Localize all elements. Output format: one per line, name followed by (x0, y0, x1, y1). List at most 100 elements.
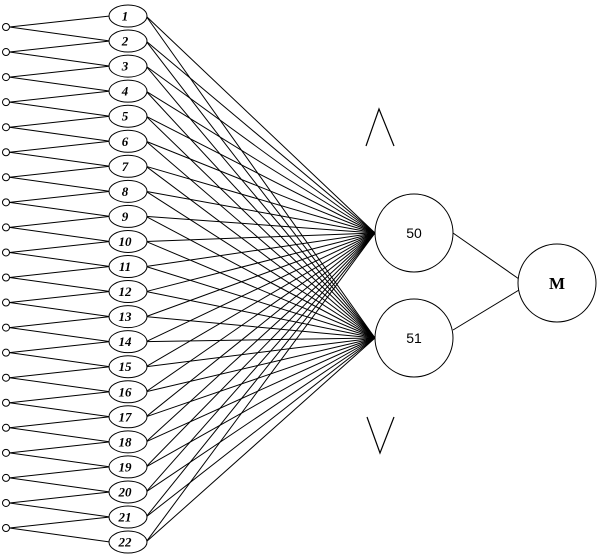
input-terminal (2, 248, 10, 257)
input-edge (9, 291, 111, 304)
input-node: 15 (108, 355, 148, 379)
input-node: 2 (108, 29, 148, 53)
input-node-label: 8 (122, 184, 129, 199)
hidden-node-51-label: 51 (406, 330, 422, 346)
edge-to-hidden-51 (145, 115, 376, 339)
input-edge (9, 15, 111, 28)
input-node-label: 1 (122, 9, 129, 24)
input-terminal (2, 23, 10, 31)
edge-to-hidden-51 (145, 266, 376, 339)
input-terminal (2, 398, 10, 407)
input-node-ellipse (108, 530, 148, 554)
input-edge (9, 527, 111, 543)
input-edge (9, 176, 111, 192)
input-edge (9, 402, 111, 418)
input-terminal (2, 524, 10, 532)
edge-to-hidden-51 (145, 337, 376, 443)
input-node-label: 5 (122, 109, 129, 124)
input-terminal (2, 73, 10, 82)
edge-to-hidden-50 (145, 215, 376, 234)
input-terminal (2, 48, 10, 57)
edge-to-hidden-50 (145, 65, 376, 234)
input-node: 12 (108, 280, 148, 304)
input-node-label: 18 (119, 434, 133, 449)
edge-to-hidden-50 (145, 190, 376, 234)
edge-to-hidden-50 (145, 15, 376, 234)
input-node: 14 (108, 330, 148, 354)
input-node-label: 2 (121, 34, 129, 49)
input-edge (9, 190, 111, 203)
input-node-ellipse (108, 229, 148, 253)
edge-to-hidden-50 (145, 40, 376, 234)
input-terminal (2, 448, 10, 457)
input-node-label: 17 (119, 409, 133, 424)
input-node-label: 15 (119, 359, 133, 374)
input-edge (9, 516, 111, 529)
input-edge (9, 491, 111, 504)
edge-to-hidden-50 (145, 140, 376, 234)
input-terminal (2, 223, 10, 232)
input-node: 10 (108, 229, 148, 253)
input-edge (9, 201, 111, 217)
input-node-ellipse (108, 29, 148, 53)
input-terminal (2, 423, 10, 432)
input-edge (9, 316, 111, 329)
input-node-ellipse (108, 430, 148, 454)
input-node: 9 (108, 204, 148, 228)
input-edges (9, 15, 111, 543)
input-node-label: 14 (119, 334, 133, 349)
input-edge (9, 452, 111, 468)
edge-to-hidden-51 (145, 337, 376, 468)
input-node: 6 (108, 129, 148, 153)
input-edge (9, 352, 111, 368)
edge-to-hidden-50 (145, 232, 376, 543)
input-node-ellipse (108, 480, 148, 504)
input-edge (9, 151, 111, 167)
input-terminal (2, 473, 10, 482)
input-node: 20 (108, 480, 148, 504)
edge-51-to-output (452, 289, 520, 331)
input-edge (9, 377, 111, 393)
edge-to-hidden-50 (145, 232, 376, 418)
input-node-ellipse (108, 380, 148, 404)
input-terminal (2, 148, 10, 157)
input-edge (9, 391, 111, 404)
input-edge (9, 65, 111, 78)
input-terminal (2, 98, 10, 107)
input-node-ellipse (108, 255, 148, 278)
input-edge (9, 215, 111, 228)
input-terminal (2, 273, 10, 282)
output-node: M (517, 243, 597, 323)
input-node-ellipse (108, 154, 148, 178)
input-edge (9, 140, 111, 153)
input-node-label: 3 (121, 59, 129, 74)
input-edge (9, 277, 111, 293)
input-edge (9, 90, 111, 103)
input-edge (9, 101, 111, 117)
input-node-ellipse (108, 330, 148, 354)
input-node: 1 (108, 4, 148, 28)
input-node: 7 (108, 154, 148, 178)
input-node: 8 (108, 179, 148, 203)
input-node-label: 19 (119, 459, 133, 474)
input-edge (9, 302, 111, 318)
hidden-node-51-circle (374, 298, 454, 378)
input-edge (9, 502, 111, 518)
edge-to-hidden-51 (145, 337, 376, 393)
input-edge (9, 115, 111, 128)
edge-to-hidden-51 (145, 90, 376, 339)
input-edge (9, 266, 111, 278)
input-node-label: 12 (119, 284, 133, 299)
input-node-ellipse (108, 79, 148, 103)
input-edge (9, 76, 111, 92)
input-terminal (2, 298, 10, 307)
wedge-symbol (365, 107, 395, 147)
hidden-node-50: 50 (374, 193, 454, 273)
input-terminal (2, 173, 10, 182)
input-edge (9, 327, 111, 343)
input-edge (9, 165, 111, 178)
input-node: 11 (108, 255, 148, 278)
input-node: 16 (108, 380, 148, 404)
input-terminal (2, 198, 10, 207)
edge-to-hidden-50 (145, 232, 376, 443)
